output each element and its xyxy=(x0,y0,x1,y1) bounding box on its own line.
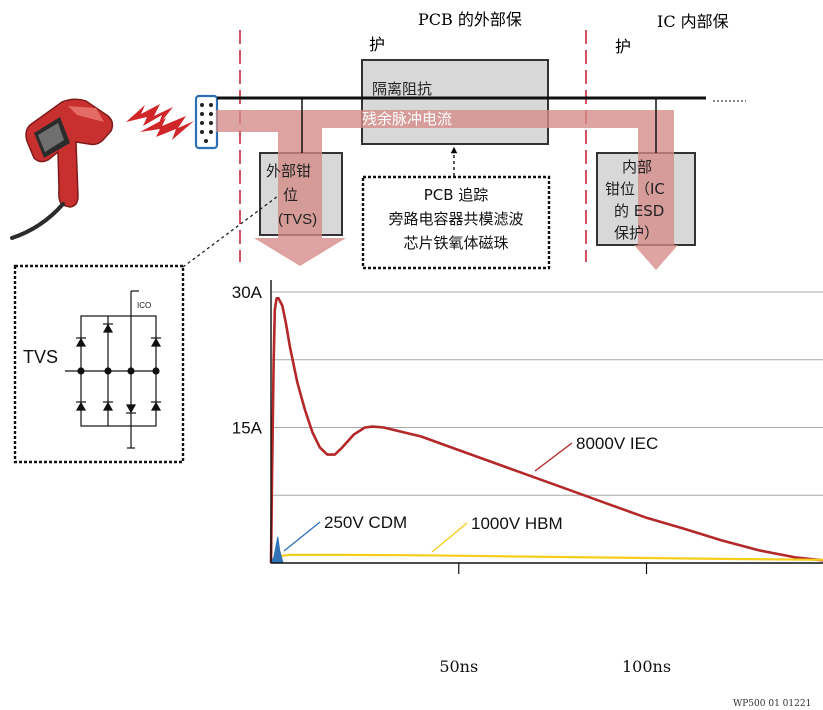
chart-gridlines xyxy=(271,291,823,496)
tvs-inset-box xyxy=(13,264,185,464)
y-tick-label-30: 30A xyxy=(232,283,263,302)
internal-clamp-label-line4: 保护） xyxy=(614,224,659,242)
external-clamp-label-line3: (TVS) xyxy=(278,211,317,228)
current-waveform-chart: 50ns 100ns 30A 15A 8000V IEC 1000V HBM 250V… xyxy=(232,280,823,676)
external-clamp-label-line1: 外部钳 xyxy=(266,162,311,180)
pcb-trace-label-line2: 旁路电容器共模滤波 xyxy=(388,210,523,228)
chart-tick-labels: 50ns 100ns 30A 15A xyxy=(232,283,671,676)
hbm-callout-line xyxy=(431,522,468,553)
legend-8000v-iec: 8000V IEC xyxy=(576,434,658,453)
isolation-impedance-label: 隔离阻抗 xyxy=(372,80,432,98)
pcb-protection-label-line1: PCB 的外部保 xyxy=(418,10,522,29)
series-8000v-iec xyxy=(269,297,823,564)
internal-clamp-label-line1: 内部 xyxy=(622,158,652,176)
pcb-protection-label-line2: 护 xyxy=(369,35,385,54)
chart-ticks xyxy=(458,563,648,574)
x-tick-label-100: 100ns xyxy=(622,657,671,676)
series-1000v-hbm xyxy=(270,553,823,564)
surge-current-arrow xyxy=(216,110,346,266)
pcb-trace-label-line1: PCB 追踪 xyxy=(424,186,489,204)
internal-clamp-label-line2: 钳位（IC xyxy=(605,180,665,198)
tvs-circuit-schematic xyxy=(65,290,162,449)
tvs-inset-title: TVS xyxy=(23,347,58,367)
y-tick-label-15: 15A xyxy=(232,419,263,438)
legend-1000v-hbm: 1000V HBM xyxy=(471,514,563,533)
internal-clamp-label-line3: 的 ESD xyxy=(614,202,664,220)
tvs-inset-tag: ICO xyxy=(137,301,151,310)
pcb-trace-label-line3: 芯片铁氧体磁珠 xyxy=(403,234,508,252)
pcb-trace-box xyxy=(361,175,551,270)
residual-pulse-current-label: 残余脉冲电流 xyxy=(362,110,452,128)
series-250v-cdm xyxy=(270,536,284,564)
ic-protection-label-line1: IC 内部保 xyxy=(657,12,729,31)
residual-current-arrow xyxy=(316,110,678,270)
chart-series xyxy=(269,297,823,564)
legend-250v-cdm: 250V CDM xyxy=(324,513,407,532)
tvs-inset-pointer xyxy=(182,195,279,268)
footer-code: WP500 01 01221 xyxy=(733,699,811,709)
isolation-impedance-box xyxy=(361,59,549,145)
cdm-callout-line xyxy=(283,521,321,552)
external-clamp-label-line2: 位 xyxy=(283,186,298,204)
connector-port-icon xyxy=(194,94,219,150)
esd-gun-icon xyxy=(10,98,114,240)
ic-protection-label-line2: 护 xyxy=(615,37,631,56)
x-tick-label-50: 50ns xyxy=(439,657,478,676)
iec-callout-line xyxy=(534,442,573,472)
lightning-icon xyxy=(126,104,194,140)
